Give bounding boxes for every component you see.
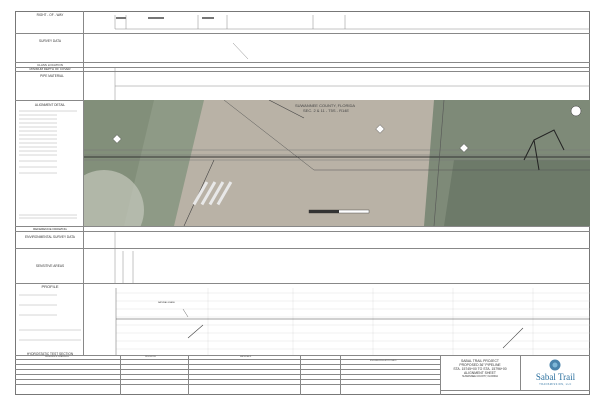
aerial-alignment-map xyxy=(84,100,590,226)
profile-chart xyxy=(115,288,590,355)
title-line-2: PROPOSED 36" PIPELINE xyxy=(459,363,501,367)
title-line-3: STA. 15745+00 TO STA. 15796+00 xyxy=(453,367,507,371)
title-line-4: ALIGNMENT SHEET xyxy=(464,371,496,375)
divider xyxy=(440,390,590,391)
survey-data-label: SURVEY DATA xyxy=(39,39,61,43)
divider xyxy=(520,355,521,390)
divider xyxy=(15,374,440,375)
title-line-1: SABAL TRAIL PROJECT xyxy=(461,359,499,363)
logo-text: Sabal Trail xyxy=(535,372,576,382)
title-block: SABAL TRAIL PROJECT PROPOSED 36" PIPELIN… xyxy=(440,359,520,378)
divider xyxy=(15,33,590,34)
divider xyxy=(120,355,121,395)
sensitive-areas-label: SENSITIVE AREAS xyxy=(35,264,65,268)
pipe-material-label: PIPE MATERIAL xyxy=(40,74,64,78)
divider xyxy=(15,283,590,284)
right-of-way-strip xyxy=(114,15,590,101)
hydrostatic-label: HYDROSTATIC TEST SECTION xyxy=(26,352,74,356)
divider xyxy=(15,384,440,385)
env-survey-label: ENVIRONMENTAL SURVEY DATA xyxy=(25,235,75,239)
divider xyxy=(340,355,341,395)
divider xyxy=(15,248,590,249)
divider xyxy=(440,355,441,395)
section-label: SEC. 2 & 11 - T5S - R14E xyxy=(303,108,350,113)
sabal-trail-logo-icon xyxy=(549,359,561,371)
divider xyxy=(15,359,440,360)
title-location: SUWANNEE COUNTY, FLORIDA xyxy=(462,375,498,378)
divider xyxy=(15,67,590,68)
natural-grade-label: NATURAL GRADE xyxy=(158,302,175,304)
class-location-label: CLASS LOCATION xyxy=(37,62,63,67)
divider xyxy=(15,226,590,227)
legend-symbols xyxy=(19,110,81,341)
materials-header: MATERIALS xyxy=(240,356,252,358)
logo-subtext: TRANSMISSION, LLC xyxy=(539,383,572,386)
profile-label: PROFILE xyxy=(41,284,59,289)
divider xyxy=(15,379,440,380)
min-depth-label: MINIMUM DEPTH OF COVER xyxy=(29,67,71,71)
county-label: SUWANNEE COUNTY, FLORIDA xyxy=(295,103,356,108)
reference-drawings-header: REFERENCE DRAWINGS xyxy=(45,356,69,358)
revisions-header: REVISIONS xyxy=(145,356,156,358)
divider xyxy=(15,62,590,63)
divider xyxy=(15,364,440,365)
divider xyxy=(15,231,590,232)
divider xyxy=(15,355,590,356)
right-of-way-label: RIGHT - OF - WAY xyxy=(36,13,64,17)
engineering-approvals-header: ENGINEERING APPROVALS xyxy=(370,360,397,362)
divider xyxy=(300,355,301,395)
divider xyxy=(15,71,590,72)
alignment-detail-label: ALIGNMENT DETAIL xyxy=(34,103,66,107)
divider xyxy=(15,369,440,370)
divider xyxy=(188,355,189,395)
env-sensitive-strip xyxy=(114,231,134,283)
reference-drawing-label: REFERENCE DRAWING xyxy=(33,226,67,231)
